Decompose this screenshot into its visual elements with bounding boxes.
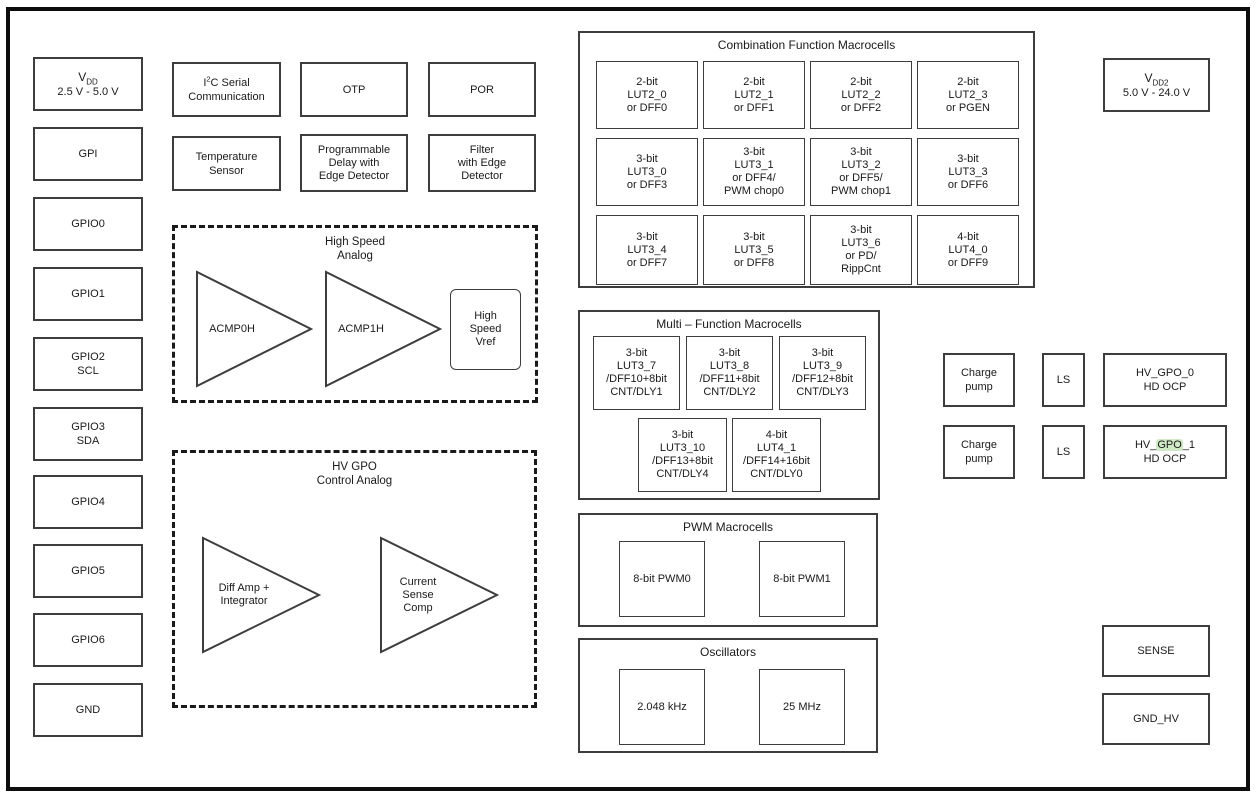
macrocell-lut3-4: 3-bit LUT3_4 or DFF7 xyxy=(596,215,698,285)
diagram-outer-frame xyxy=(6,7,1250,791)
macrocell-lut2-2: 2-bit LUT2_2 or DFF2 xyxy=(810,61,912,129)
pin-gpi: GPI xyxy=(33,127,143,181)
block-por: POR xyxy=(428,62,536,117)
acmp0h-triangle: ACMP0H xyxy=(195,270,313,388)
high-speed-vref-box: High Speed Vref xyxy=(450,289,521,370)
pin-vdd-range: 2.5 V - 5.0 V xyxy=(57,85,119,98)
pwm-title: PWM Macrocells xyxy=(682,520,773,534)
macrocell-lut2-3: 2-bit LUT2_3 or PGEN xyxy=(917,61,1019,129)
macrocell-lut3-5: 3-bit LUT3_5 or DFF8 xyxy=(703,215,805,285)
multi-function-title: Multi – Function Macrocells xyxy=(656,317,802,331)
multi-function-row1: 3-bit LUT3_7 /DFF10+8bit CNT/DLY1 3-bit … xyxy=(593,336,866,410)
current-sense-comp-triangle: Current Sense Comp xyxy=(379,536,499,654)
macrocell-lut3-0: 3-bit LUT3_0 or DFF3 xyxy=(596,138,698,206)
pin-gnd-hv: GND_HV xyxy=(1102,693,1210,745)
section-hv-gpo-control-analog: HV GPO Control Analog Diff Amp + Integra… xyxy=(172,450,537,708)
block-filter-edge-detector: Filter with Edge Detector xyxy=(428,134,536,192)
pin-gpio0: GPIO0 xyxy=(33,197,143,251)
hv-gpo-0-line1: HV_GPO_0 xyxy=(1135,367,1195,379)
multi-function-row2: 3-bit LUT3_10 /DFF13+8bit CNT/DLY4 4-bit… xyxy=(638,418,821,492)
section-multi-function-macrocells: Multi – Function Macrocells 3-bit LUT3_7… xyxy=(578,310,880,500)
combination-title: Combination Function Macrocells xyxy=(717,38,896,52)
triangle-shape xyxy=(380,536,499,654)
combination-grid: 2-bit LUT2_0 or DFF0 2-bit LUT2_1 or DFF… xyxy=(596,61,1019,285)
acmp1h-label: ACMP1H xyxy=(338,322,384,335)
section-pwm-macrocells: PWM Macrocells 8-bit PWM0 8-bit PWM1 xyxy=(578,513,878,627)
pin-sense: SENSE xyxy=(1102,625,1210,677)
triangle-shape xyxy=(196,270,313,388)
hv-gpo-0-box: HV_GPO_0 HD OCP xyxy=(1103,353,1227,407)
pin-vdd-name: VDD xyxy=(78,69,98,86)
pin-vdd: VDD 2.5 V - 5.0 V xyxy=(33,57,143,111)
macrocell-lut3-3: 3-bit LUT3_3 or DFF6 xyxy=(917,138,1019,206)
pin-vdd2-name: VDD2 xyxy=(1144,70,1169,87)
section-high-speed-analog-title: High Speed Analog xyxy=(324,236,386,262)
pwm0-box: 8-bit PWM0 xyxy=(619,541,705,617)
macrocell-lut3-1: 3-bit LUT3_1 or DFF4/ PWM chop0 xyxy=(703,138,805,206)
macrocell-lut3-9: 3-bit LUT3_9 /DFF12+8bit CNT/DLY3 xyxy=(779,336,866,410)
pwm1-box: 8-bit PWM1 xyxy=(759,541,845,617)
macrocell-lut2-1: 2-bit LUT2_1 or DFF1 xyxy=(703,61,805,129)
block-otp: OTP xyxy=(300,62,408,117)
section-oscillators: Oscillators 2.048 kHz 25 MHz xyxy=(578,638,878,753)
diff-amp-integrator-label: Diff Amp + Integrator xyxy=(218,582,270,607)
osc-2048khz-box: 2.048 kHz xyxy=(619,669,705,745)
section-high-speed-analog: High Speed Analog ACMP0H ACMP1H High Spe… xyxy=(172,225,538,403)
oscillators-title: Oscillators xyxy=(699,645,756,659)
gpo-search-highlight: GPO xyxy=(1156,439,1183,451)
acmp0h-label: ACMP0H xyxy=(209,322,255,335)
acmp1h-triangle: ACMP1H xyxy=(324,270,442,388)
hv-gpo-0-line2: HD OCP xyxy=(1143,381,1187,393)
diff-amp-integrator-triangle: Diff Amp + Integrator xyxy=(201,536,321,654)
pin-vdd2-range: 5.0 V - 24.0 V xyxy=(1122,86,1191,99)
pin-gnd: GND xyxy=(33,683,143,737)
macrocell-lut3-10: 3-bit LUT3_10 /DFF13+8bit CNT/DLY4 xyxy=(638,418,727,492)
section-combination-macrocells: Combination Function Macrocells 2-bit LU… xyxy=(578,31,1035,288)
macrocell-lut3-2: 3-bit LUT3_2 or DFF5/ PWM chop1 xyxy=(810,138,912,206)
block-temperature-sensor: Temperature Sensor xyxy=(172,136,281,191)
macrocell-lut3-6: 3-bit LUT3_6 or PD/ RippCnt xyxy=(810,215,912,285)
section-hv-gpo-title: HV GPO Control Analog xyxy=(316,461,393,487)
triangle-shape xyxy=(325,270,442,388)
triangle-shape xyxy=(202,536,321,654)
macrocell-lut2-0: 2-bit LUT2_0 or DFF0 xyxy=(596,61,698,129)
pin-gpio4: GPIO4 xyxy=(33,475,143,529)
block-i2c-line1: I2C Serial xyxy=(203,73,250,89)
macrocell-lut3-7: 3-bit LUT3_7 /DFF10+8bit CNT/DLY1 xyxy=(593,336,680,410)
level-shifter-0-box: LS xyxy=(1042,353,1085,407)
block-i2c: I2C Serial Communication xyxy=(172,62,281,117)
osc-25mhz-box: 25 MHz xyxy=(759,669,845,745)
pin-gpio2-scl: GPIO2 SCL xyxy=(33,337,143,391)
macrocell-lut4-0: 4-bit LUT4_0 or DFF9 xyxy=(917,215,1019,285)
macrocell-lut4-1: 4-bit LUT4_1 /DFF14+16bit CNT/DLY0 xyxy=(732,418,821,492)
charge-pump-1-box: Charge pump xyxy=(943,425,1015,479)
charge-pump-0-box: Charge pump xyxy=(943,353,1015,407)
pin-gpio1: GPIO1 xyxy=(33,267,143,321)
block-programmable-delay: Programmable Delay with Edge Detector xyxy=(300,134,408,192)
current-sense-comp-label: Current Sense Comp xyxy=(399,575,437,614)
pin-gpio5: GPIO5 xyxy=(33,544,143,598)
hv-gpo-1-line2: HD OCP xyxy=(1143,453,1187,465)
pin-gpio3-sda: GPIO3 SDA xyxy=(33,407,143,461)
hv-gpo-1-box: HV_GPO_1 HD OCP xyxy=(1103,425,1227,479)
level-shifter-1-box: LS xyxy=(1042,425,1085,479)
block-i2c-line2: Communication xyxy=(188,90,265,103)
macrocell-lut3-8: 3-bit LUT3_8 /DFF11+8bit CNT/DLY2 xyxy=(686,336,773,410)
pin-vdd2: VDD2 5.0 V - 24.0 V xyxy=(1103,58,1210,112)
hv-gpo-1-line1: HV_GPO_1 xyxy=(1134,439,1196,451)
pin-gpio6: GPIO6 xyxy=(33,613,143,667)
